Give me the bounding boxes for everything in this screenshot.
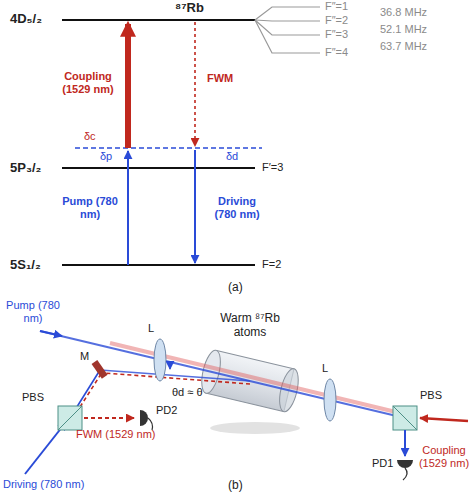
hyperfine-label: F=2: [262, 258, 281, 271]
panel-label: (a): [228, 280, 243, 294]
splitting-value: 52.1 MHz: [380, 23, 427, 36]
transition-arrows: [128, 22, 195, 265]
part-label: M: [80, 350, 89, 363]
detuning-label: δd: [226, 150, 238, 163]
level-name: 4D₅/₂: [10, 11, 42, 27]
beam-label: FWM (1529 nm): [76, 428, 155, 441]
detuning-label: δc: [84, 130, 96, 143]
energy-levels: [62, 7, 320, 265]
level-name: 5S₁/₂: [10, 257, 41, 273]
part-label: L: [322, 362, 328, 375]
detuning-label: δp: [100, 150, 112, 163]
beam-label: Driving (780 nm): [3, 478, 84, 491]
part-label: PBS: [22, 391, 44, 404]
hyperfine-label: F′=3: [262, 161, 283, 174]
beam-label: Pump (780 nm): [60, 195, 120, 221]
part-label: L: [148, 322, 154, 335]
hyperfine-label: F″=1: [325, 0, 348, 13]
hyperfine-label: F″=3: [325, 28, 348, 41]
element-name: ⁸⁷Rb: [175, 0, 204, 16]
splitting-value: 36.8 MHz: [380, 6, 427, 19]
part-label: PD1: [372, 457, 393, 470]
angle-label: θd ≈ θ: [172, 386, 203, 399]
hyperfine-label: F″=4: [325, 46, 348, 59]
splitting-value: 63.7 MHz: [380, 40, 427, 53]
hyperfine-label: F″=2: [325, 14, 348, 27]
part-label: Warm ⁸⁷Rb atoms: [212, 311, 288, 340]
beam-label: Coupling (1529 nm): [58, 70, 118, 96]
level-name: 5P₃/₂: [10, 160, 41, 176]
part-label: PD2: [156, 404, 177, 417]
beam-label: Coupling (1529 nm): [416, 444, 472, 470]
beam-label: Pump (780 nm): [3, 299, 63, 325]
beam-label: Driving (780 nm): [207, 195, 267, 221]
setup-drawing: [25, 331, 468, 480]
part-label: PBS: [420, 389, 442, 402]
beam-label: FWM: [207, 72, 233, 85]
panel-label: (b): [228, 478, 243, 492]
